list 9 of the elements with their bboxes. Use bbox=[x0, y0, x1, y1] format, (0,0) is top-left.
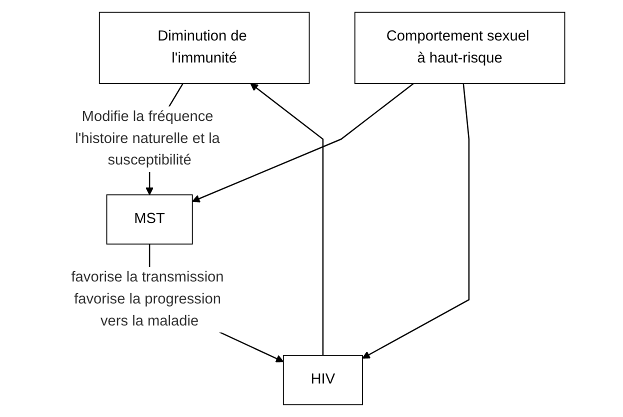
node-box: MST bbox=[106, 194, 193, 245]
edge-label: Modifie la fréquence l'histoire naturelle et la susceptibilité bbox=[75, 109, 220, 168]
node-box: HIV bbox=[282, 354, 363, 406]
arrow bbox=[250, 83, 324, 356]
arrow bbox=[362, 83, 470, 359]
node-box: Diminution de l'immunité bbox=[98, 12, 310, 84]
arrow bbox=[192, 82, 414, 202]
node-box: Comportement sexuel à haut-risque bbox=[354, 12, 566, 84]
edge-label: favorise la transmission favorise la progression vers la maladie bbox=[71, 270, 224, 329]
